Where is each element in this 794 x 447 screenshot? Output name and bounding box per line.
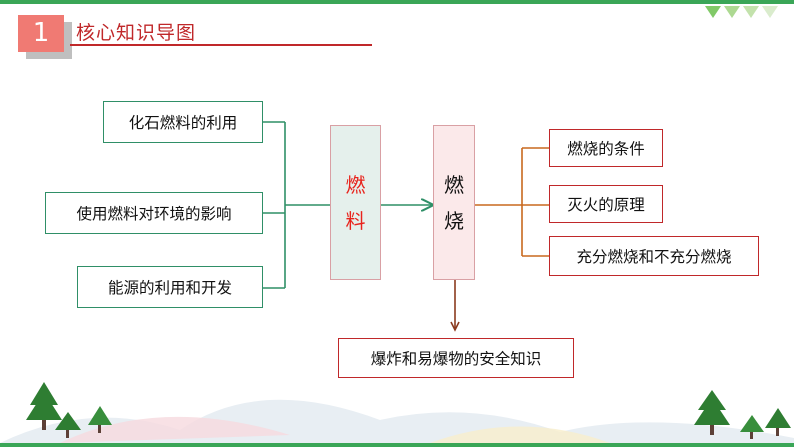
left-item-environment: 使用燃料对环境的影响 bbox=[45, 192, 263, 234]
left-item-fossil-fuel: 化石燃料的利用 bbox=[103, 101, 263, 143]
left-item-energy: 能源的利用和开发 bbox=[77, 266, 263, 308]
arrow-head-down bbox=[450, 321, 460, 332]
combustion-box: 燃 烧 bbox=[433, 125, 475, 280]
right-bracket bbox=[474, 147, 549, 257]
fuel-char-2: 料 bbox=[345, 208, 366, 233]
burn-char-2: 烧 bbox=[444, 208, 464, 233]
burn-char-1: 燃 bbox=[444, 172, 464, 197]
right-item-conditions: 燃烧的条件 bbox=[549, 129, 663, 167]
fuel-char-1: 燃 bbox=[345, 172, 366, 197]
bottom-item-explosion-safety: 爆炸和易爆物的安全知识 bbox=[338, 338, 574, 378]
page-title: 核心知识导图 bbox=[76, 22, 197, 44]
left-bracket bbox=[262, 121, 330, 289]
title-underline bbox=[70, 44, 372, 46]
right-item-complete-combustion: 充分燃烧和不充分燃烧 bbox=[549, 236, 759, 276]
section-number-badge: 1 bbox=[18, 15, 64, 52]
fuel-box: 燃 料 bbox=[330, 125, 381, 280]
right-item-extinguish: 灭火的原理 bbox=[549, 185, 663, 223]
tree-icon bbox=[26, 382, 791, 439]
